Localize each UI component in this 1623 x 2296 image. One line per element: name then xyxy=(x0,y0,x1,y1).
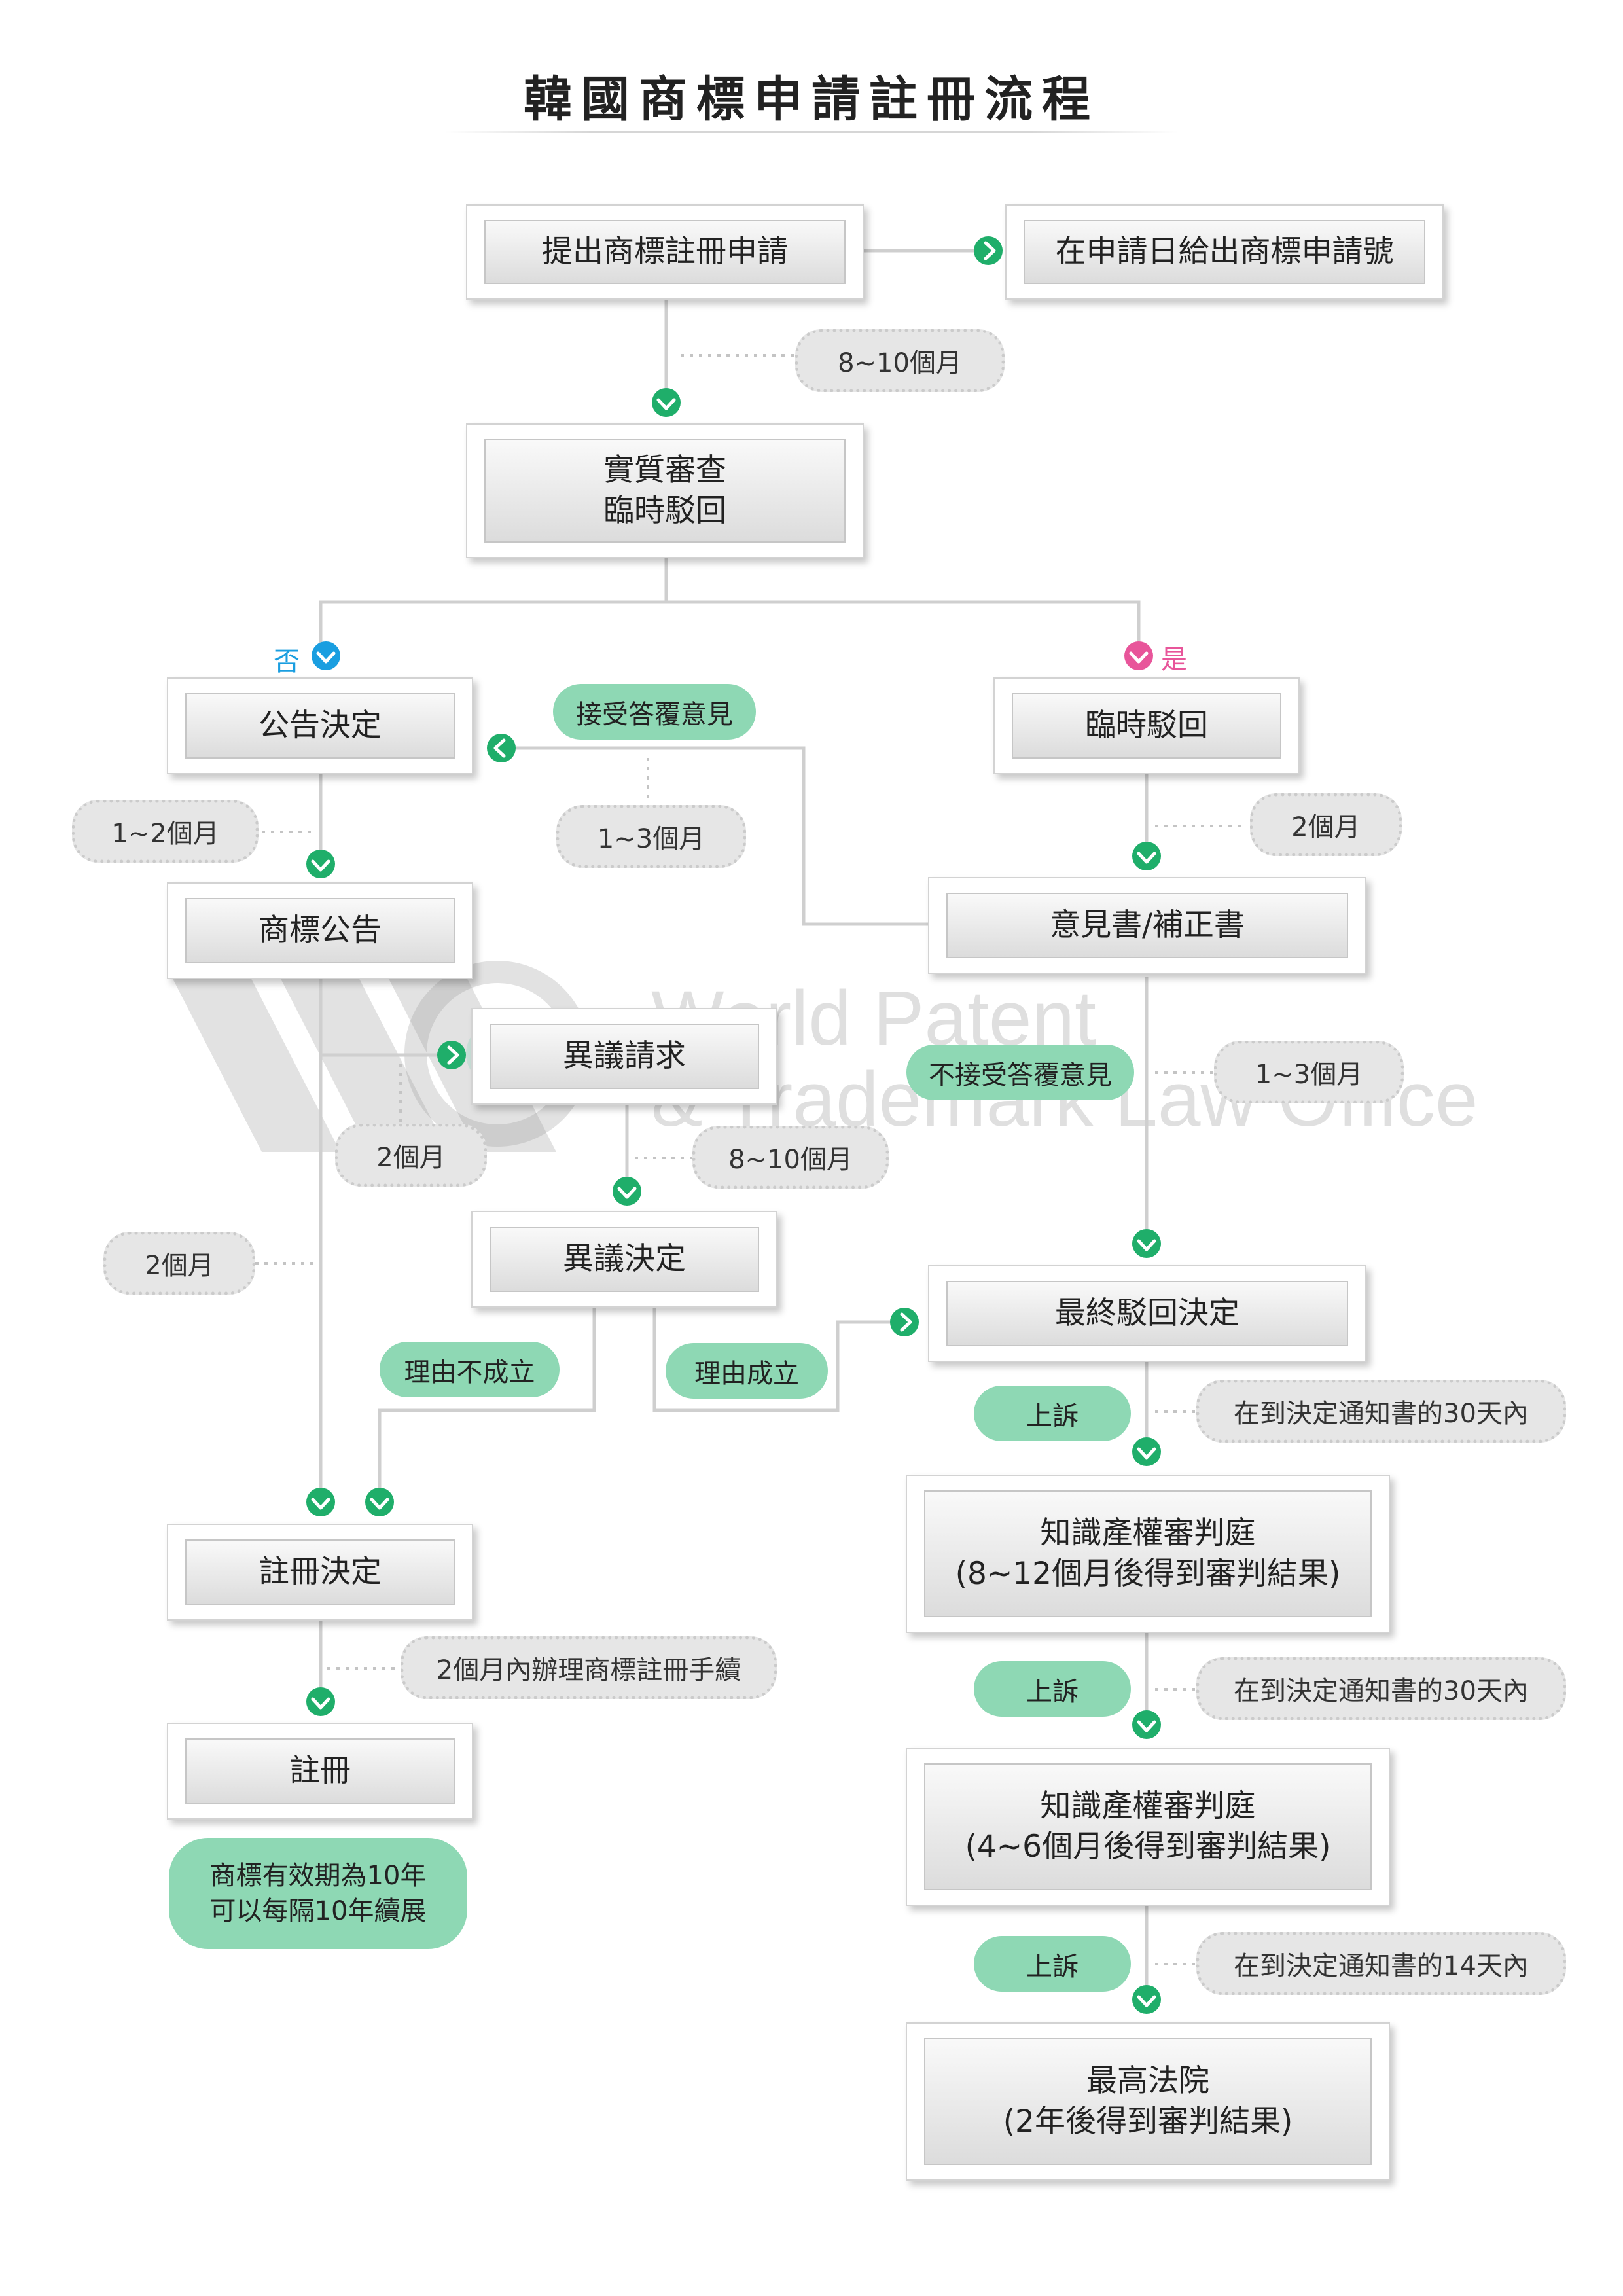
final-rejection-box: 最終駁回決定 xyxy=(928,1265,1366,1362)
duration-pill: 8~10個月 xyxy=(795,329,1005,392)
publication-decision-box: 公告決定 xyxy=(167,677,473,774)
accept-response-tag: 接受答覆意見 xyxy=(553,684,756,740)
supreme-court-box: 最高法院 (2年後得到審判結果) xyxy=(906,2022,1390,2181)
ip-trial-court-2-box: 知識產權審判庭 (4~6個月後得到審判結果) xyxy=(906,1748,1390,1906)
registration-box: 註冊 xyxy=(167,1723,473,1820)
publication-decision-label: 公告決定 xyxy=(185,693,455,759)
provisional-rejection-label: 臨時駁回 xyxy=(1012,693,1281,759)
arrow-right-icon xyxy=(974,236,1003,265)
supreme-court-label: 最高法院 (2年後得到審判結果) xyxy=(924,2038,1372,2165)
no-label: 否 xyxy=(274,647,300,677)
duration-pill: 2個月 xyxy=(335,1124,487,1187)
yes-branch-arrow-icon xyxy=(1124,641,1153,670)
opposition-decision-label: 異議決定 xyxy=(490,1227,759,1292)
title-divider xyxy=(445,131,1178,133)
arrow-down-icon xyxy=(1132,1229,1161,1258)
trademark-publication-box: 商標公告 xyxy=(167,882,473,979)
file-application-label: 提出商標註冊申請 xyxy=(484,220,846,284)
no-branch-arrow-icon xyxy=(312,641,340,670)
duration-pill: 在到決定通知書的30天內 xyxy=(1196,1380,1566,1443)
arrow-down-icon xyxy=(652,388,681,417)
arrow-left-icon xyxy=(487,734,516,762)
duration-pill: 1~2個月 xyxy=(72,800,259,863)
final-rejection-label: 最終駁回決定 xyxy=(946,1281,1348,1346)
duration-pill: 1~3個月 xyxy=(556,805,746,868)
opinion-amendment-box: 意見書/補正書 xyxy=(928,877,1366,974)
application-number-label: 在申請日給出商標申請號 xyxy=(1024,220,1425,284)
appeal-tag: 上訴 xyxy=(974,1661,1131,1717)
opinion-amendment-label: 意見書/補正書 xyxy=(946,893,1348,958)
file-application-box: 提出商標註冊申請 xyxy=(466,204,864,300)
appeal-tag: 上訴 xyxy=(974,1386,1131,1441)
trademark-publication-label: 商標公告 xyxy=(185,898,455,963)
ip-trial-court-2-label: 知識產權審判庭 (4~6個月後得到審判結果) xyxy=(924,1763,1372,1890)
substantive-exam-label: 實質審查 臨時駁回 xyxy=(484,439,846,543)
arrow-right-icon xyxy=(437,1041,466,1069)
validity-note: 商標有效期為10年 可以每隔10年續展 xyxy=(169,1838,467,1949)
ip-trial-court-1-box: 知識產權審判庭 (8~12個月後得到審判結果) xyxy=(906,1475,1390,1633)
appeal-tag: 上訴 xyxy=(974,1936,1131,1992)
arrow-down-icon xyxy=(1132,1985,1161,2014)
duration-pill: 8~10個月 xyxy=(692,1126,889,1189)
registration-label: 註冊 xyxy=(185,1738,455,1804)
substantive-exam-box: 實質審查 臨時駁回 xyxy=(466,423,864,558)
arrow-down-icon xyxy=(613,1177,641,1206)
opposition-request-label: 異議請求 xyxy=(490,1024,759,1089)
arrow-down-icon xyxy=(1132,842,1161,870)
provisional-rejection-box: 臨時駁回 xyxy=(993,677,1300,774)
registration-decision-label: 註冊決定 xyxy=(185,1539,455,1605)
opposition-request-box: 異議請求 xyxy=(471,1008,777,1105)
ip-trial-court-1-label: 知識產權審判庭 (8~12個月後得到審判結果) xyxy=(924,1490,1372,1617)
arrow-down-icon xyxy=(1132,1710,1161,1739)
not-accept-response-tag: 不接受答覆意見 xyxy=(906,1045,1134,1100)
arrow-down-icon xyxy=(306,850,335,878)
duration-pill: 2個月 xyxy=(1250,793,1402,856)
duration-pill: 2個月內辦理商標註冊手續 xyxy=(401,1636,777,1699)
arrow-down-icon xyxy=(365,1488,394,1516)
duration-pill: 2個月 xyxy=(103,1232,255,1295)
duration-pill: 1~3個月 xyxy=(1214,1041,1404,1103)
application-number-box: 在申請日給出商標申請號 xyxy=(1005,204,1444,300)
duration-pill: 在到決定通知書的14天內 xyxy=(1196,1932,1566,1995)
arrow-right-icon xyxy=(890,1308,919,1336)
page-title: 韓國商標申請註冊流程 xyxy=(524,71,1099,128)
reason-established-tag: 理由成立 xyxy=(666,1343,828,1399)
registration-decision-box: 註冊決定 xyxy=(167,1524,473,1621)
duration-pill: 在到決定通知書的30天內 xyxy=(1196,1657,1566,1720)
arrow-down-icon xyxy=(306,1488,335,1516)
arrow-down-icon xyxy=(1132,1437,1161,1466)
reason-not-established-tag: 理由不成立 xyxy=(380,1342,560,1397)
yes-label: 是 xyxy=(1161,645,1187,675)
opposition-decision-box: 異議決定 xyxy=(471,1211,777,1308)
arrow-down-icon xyxy=(306,1687,335,1716)
